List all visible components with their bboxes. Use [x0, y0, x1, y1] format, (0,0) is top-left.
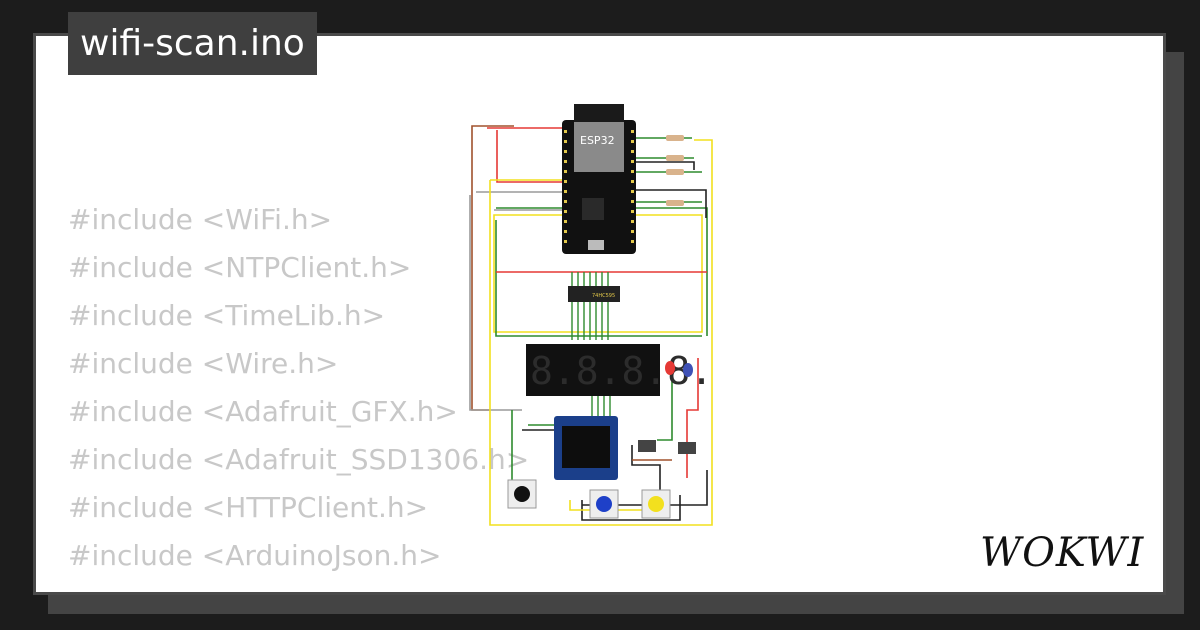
resistor-icon — [666, 135, 684, 206]
code-line: #include <ArduinoJson.h> — [68, 539, 442, 572]
seven-segment-display-icon: 8.8.8.8. — [526, 344, 713, 396]
esp32-board-icon: ESP32 — [562, 104, 636, 254]
display-digits: 8.8.8.8. — [530, 349, 713, 393]
brand-wordmark: WOKWI — [980, 530, 1144, 576]
slide-switch-icon — [638, 440, 696, 454]
wokwi-logo: WOKWI — [980, 530, 1144, 576]
project-title: wifi-scan.ino — [68, 12, 317, 75]
mcu-label: ESP32 — [580, 134, 615, 147]
code-line: #include <WiFi.h> — [68, 203, 333, 236]
code-line: #include <HTTPClient.h> — [68, 491, 429, 524]
shift-register-chip-icon: 74HC595 — [568, 286, 620, 302]
oled-display-icon — [554, 416, 618, 480]
pushbutton-icon — [507, 479, 671, 519]
esp32-pins — [564, 130, 634, 243]
code-line: #include <Wire.h> — [68, 347, 339, 380]
code-line: #include <TimeLib.h> — [68, 299, 386, 332]
code-line: #include <Adafruit_GFX.h> — [68, 395, 458, 428]
code-line: #include <Adafruit_SSD1306.h> — [68, 443, 530, 476]
circuit-diagram: ESP32 74HC595 8.8.8.8. — [469, 104, 713, 526]
code-preview: #include <WiFi.h> #include <NTPClient.h>… — [68, 196, 529, 580]
shift-register-label: 74HC595 — [592, 293, 615, 299]
led-icon — [665, 361, 693, 377]
code-line: #include <NTPClient.h> — [68, 251, 412, 284]
